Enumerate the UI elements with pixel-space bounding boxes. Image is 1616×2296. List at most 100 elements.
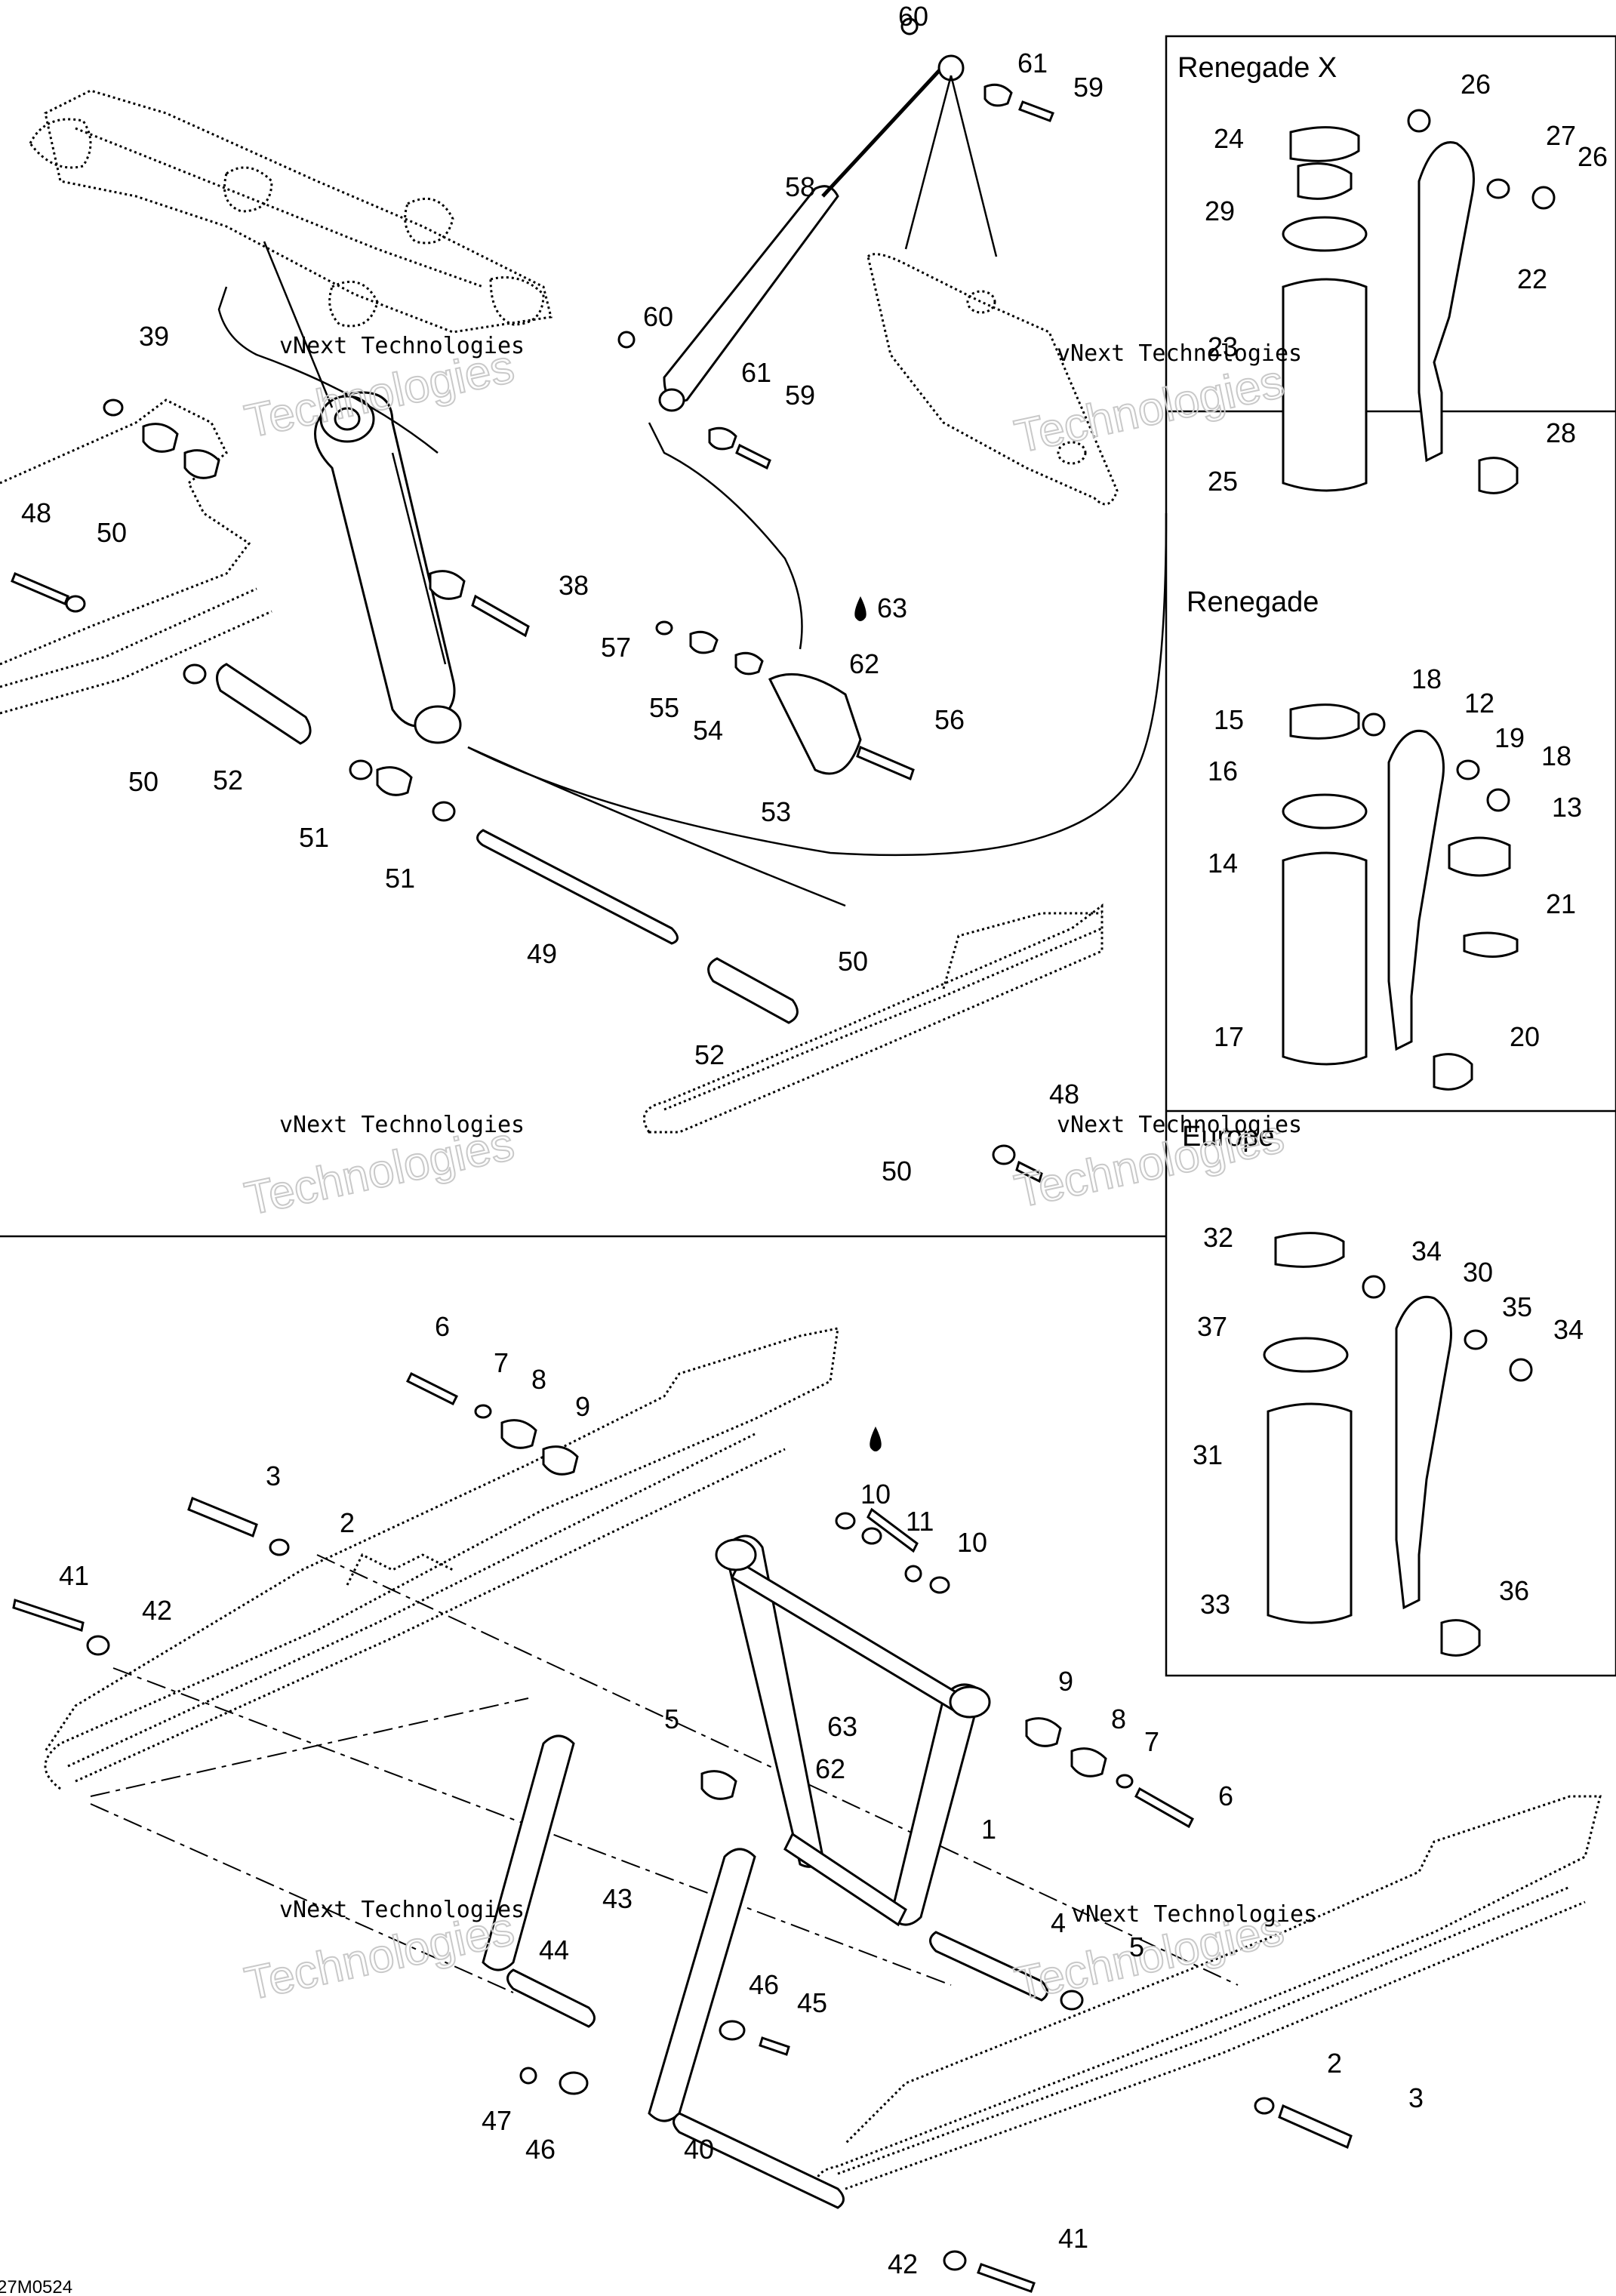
callout-label-50a: 50 bbox=[97, 517, 127, 548]
callout-label-19: 19 bbox=[1494, 722, 1525, 753]
callout-label-32: 32 bbox=[1203, 1222, 1233, 1253]
callout-label-16: 16 bbox=[1208, 756, 1238, 786]
callout-label-60a: 60 bbox=[898, 1, 928, 32]
callout-label-1: 1 bbox=[981, 1814, 996, 1845]
callout-label-5a: 5 bbox=[664, 1704, 679, 1734]
watermark-text: vNext Technologies bbox=[1057, 340, 1302, 367]
callout-label-35: 35 bbox=[1502, 1291, 1532, 1322]
callout-label-49: 49 bbox=[527, 938, 557, 969]
callout-label-7a: 7 bbox=[494, 1347, 509, 1378]
callout-label-45: 45 bbox=[797, 1987, 827, 2018]
callout-label-10a: 10 bbox=[860, 1479, 891, 1510]
callout-label-55: 55 bbox=[649, 692, 679, 723]
lower-right-rail bbox=[815, 1795, 1602, 2205]
callout-label-13: 13 bbox=[1552, 792, 1582, 823]
renegade-parts bbox=[1282, 703, 1519, 1091]
callout-label-41a: 41 bbox=[59, 1560, 89, 1591]
callout-label-27: 27 bbox=[1546, 120, 1576, 151]
callout-label-2a: 2 bbox=[340, 1507, 355, 1538]
panel-titles: Renegade X Renegade Europe bbox=[1177, 52, 1337, 1153]
callout-label-8a: 8 bbox=[531, 1364, 546, 1395]
upper-bracket bbox=[866, 253, 1119, 506]
callout-label-11: 11 bbox=[906, 1506, 934, 1537]
callout-label-18b: 18 bbox=[1541, 740, 1571, 771]
callout-label-59b: 59 bbox=[785, 380, 815, 411]
stabilizer-rod bbox=[658, 54, 965, 412]
callout-label-61a: 61 bbox=[1017, 48, 1048, 78]
callout-label-18a: 18 bbox=[1411, 663, 1442, 694]
callout-label-9a: 9 bbox=[575, 1391, 590, 1422]
callout-label-46b: 46 bbox=[525, 2134, 556, 2165]
callout-label-59a: 59 bbox=[1073, 72, 1103, 103]
watermark-text: vNext Technologies bbox=[1072, 1901, 1317, 1928]
callout-label-48a: 48 bbox=[21, 497, 51, 528]
callout-label-48b: 48 bbox=[1049, 1079, 1079, 1110]
callout-label-2b: 2 bbox=[1327, 2048, 1342, 2079]
callout-label-3b: 3 bbox=[1408, 2082, 1424, 2113]
callout-label-17: 17 bbox=[1214, 1021, 1244, 1052]
callout-label-12: 12 bbox=[1464, 688, 1494, 719]
callout-label-42b: 42 bbox=[888, 2248, 918, 2279]
callout-label-63b: 63 bbox=[827, 1711, 857, 1742]
lower-links bbox=[482, 1734, 756, 2122]
watermark-text: Technologies bbox=[1011, 355, 1288, 463]
panel-title-renegade-x: Renegade X bbox=[1177, 52, 1337, 84]
fluid-drop-icons bbox=[854, 596, 882, 1451]
fluid-drop-icon bbox=[870, 1427, 882, 1451]
callout-label-3a: 3 bbox=[266, 1460, 281, 1491]
callout-label-44: 44 bbox=[539, 1934, 569, 1965]
callout-label-47: 47 bbox=[482, 2105, 512, 2136]
callout-label-22: 22 bbox=[1517, 263, 1547, 294]
callout-label-53: 53 bbox=[761, 796, 791, 827]
lower-tubes bbox=[506, 1931, 1048, 2209]
callout-label-50d: 50 bbox=[882, 1156, 912, 1186]
callout-label-39: 39 bbox=[139, 321, 169, 352]
callout-label-4: 4 bbox=[1051, 1907, 1066, 1938]
hardware bbox=[11, 17, 1353, 2293]
callout-label-28: 28 bbox=[1546, 417, 1576, 448]
upper-leaders bbox=[217, 75, 1168, 907]
callout-label-26a: 26 bbox=[1461, 69, 1491, 100]
callout-label-58: 58 bbox=[785, 171, 815, 202]
upper-arm-assembly bbox=[29, 89, 553, 334]
callout-label-34a: 34 bbox=[1411, 1236, 1442, 1266]
callout-label-56: 56 bbox=[934, 704, 965, 735]
upper-axles bbox=[216, 663, 799, 1024]
callout-label-30: 30 bbox=[1463, 1257, 1493, 1288]
callout-label-5b: 5 bbox=[1129, 1931, 1144, 1962]
callout-label-62b: 62 bbox=[815, 1753, 845, 1784]
watermark-text: vNext Technologies bbox=[1057, 1112, 1302, 1138]
panel-title-europe: Europe bbox=[1182, 1121, 1275, 1153]
callout-label-15: 15 bbox=[1214, 704, 1244, 735]
callout-label-46a: 46 bbox=[749, 1969, 779, 2000]
callout-label-42a: 42 bbox=[142, 1595, 172, 1626]
fluid-drop-icon bbox=[854, 596, 866, 621]
callout-label-51a: 51 bbox=[299, 822, 329, 853]
callout-label-31: 31 bbox=[1193, 1439, 1223, 1470]
callout-label-50b: 50 bbox=[128, 766, 159, 797]
callout-label-36: 36 bbox=[1499, 1575, 1529, 1606]
callout-label-61b: 61 bbox=[741, 357, 771, 388]
callout-label-54: 54 bbox=[693, 715, 723, 746]
renegade-x-parts bbox=[1282, 109, 1556, 494]
callout-label-63a: 63 bbox=[877, 592, 907, 623]
panel-borders bbox=[0, 35, 1616, 1677]
callout-label-9b: 9 bbox=[1058, 1666, 1073, 1697]
callout-label-37: 37 bbox=[1197, 1311, 1227, 1342]
callout-label-23: 23 bbox=[1208, 331, 1238, 362]
watermark-text: vNext Technologies bbox=[279, 1897, 525, 1923]
callout-label-38: 38 bbox=[559, 570, 589, 601]
callout-label-6b: 6 bbox=[1218, 1780, 1233, 1811]
callout-label-33: 33 bbox=[1200, 1589, 1230, 1620]
panel-title-renegade: Renegade bbox=[1187, 586, 1319, 618]
callout-label-57: 57 bbox=[601, 632, 631, 663]
europe-parts bbox=[1263, 1232, 1533, 1657]
callout-label-34b: 34 bbox=[1553, 1314, 1584, 1345]
callout-label-6a: 6 bbox=[435, 1311, 450, 1342]
callout-label-29: 29 bbox=[1205, 195, 1235, 226]
upper-right-rail bbox=[642, 903, 1103, 1134]
lower-left-rail bbox=[44, 1327, 839, 1790]
callout-label-40: 40 bbox=[684, 2134, 714, 2165]
callout-label-24: 24 bbox=[1214, 123, 1244, 154]
